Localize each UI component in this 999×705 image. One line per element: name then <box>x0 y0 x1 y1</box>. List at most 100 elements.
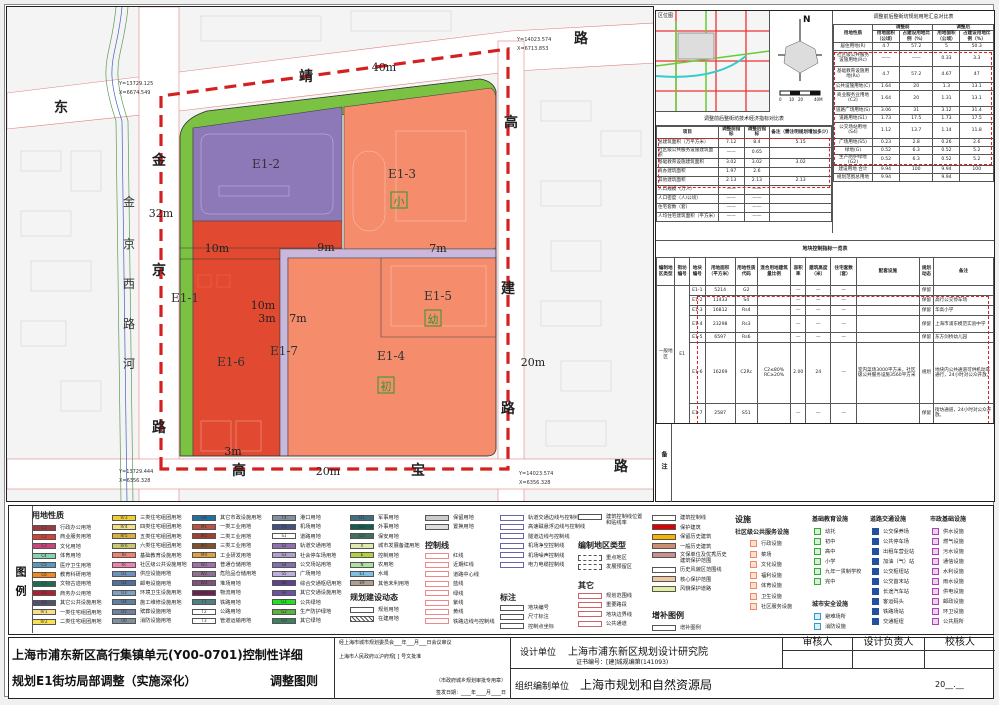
table-cell: 6.3 <box>898 145 934 155</box>
table-cell: 街坊通道，24小时对公众开放。 <box>932 402 995 425</box>
gaobao-road <box>7 458 653 490</box>
road-name-char: 路 <box>501 400 516 417</box>
road-name-char: 东 <box>54 99 68 116</box>
street-cell: E1 <box>674 285 691 424</box>
legend-swatch <box>578 514 602 520</box>
legend-item-icon: 文化设施 <box>750 561 782 568</box>
table-cell: Rs3 <box>734 315 758 334</box>
legend-label: 通信设施 <box>943 559 964 565</box>
table-cell: 50.3 <box>959 41 994 51</box>
col-header: 地块编号 <box>689 257 706 286</box>
legend-label: 控制点坐标 <box>528 623 554 630</box>
legend-swatch: S5 <box>272 570 296 577</box>
table-cell: 4.7 <box>871 41 900 51</box>
legend-label: 社会停车场用地 <box>300 552 337 559</box>
legend-label: 生产防护绿地 <box>300 609 332 615</box>
table-cell: 高行公交停车场 <box>932 295 995 307</box>
label-e1-7: E1-7 <box>270 344 298 358</box>
col-header: 混合用地建筑量比例 <box>756 257 792 286</box>
reviewer-cell: 审核人 <box>783 637 853 668</box>
legend-swatch <box>750 550 757 558</box>
table-cell <box>756 305 792 317</box>
legend-swatch: Rr1 <box>32 609 56 616</box>
legend-label: 轨道交通边线与控制线 <box>528 515 580 521</box>
legend-swatch <box>500 613 524 620</box>
table-cell: 0.52 <box>871 153 900 167</box>
legend-swatch <box>932 578 939 585</box>
legend-label: 隧道边线与控制线 <box>528 533 570 540</box>
table-cell: 0.33 <box>932 49 961 67</box>
legend-label: 地块边界线 <box>606 611 632 618</box>
legend-label: 商业服务用地 <box>60 534 92 541</box>
coord-ne-y: Y=14023.574 <box>516 37 551 43</box>
legend-swatch <box>578 611 602 618</box>
legend-label: 历史风貌区范围线 <box>680 567 722 573</box>
legend-swatch <box>578 592 602 599</box>
table-cell <box>769 167 832 178</box>
legend-item-icon: 体育设施 <box>750 582 782 589</box>
legend-swatch: S2 <box>272 542 296 549</box>
table-cell: G2 <box>734 284 758 297</box>
legend-label: 加油（气）站 <box>883 559 915 565</box>
legend-item-line: 红线 <box>425 552 463 559</box>
legend-label: 港口用地 <box>300 515 321 521</box>
legend-swatch <box>652 533 676 540</box>
table-cell: 2.13 <box>769 176 832 187</box>
legend-item-line: 黄线 <box>425 608 463 615</box>
legend-item-icon: 铁路场站 <box>872 608 904 615</box>
legend-label: 施工维修设施用地 <box>140 599 182 606</box>
legend-swatch <box>814 528 821 535</box>
block-e1-3[interactable] <box>343 87 497 250</box>
legend-swatch <box>652 576 676 583</box>
legend-swatch <box>425 514 449 521</box>
river-line <box>105 7 122 501</box>
legend-heading: 城市安全设施 <box>812 601 849 608</box>
legend-label: 在建用地 <box>378 616 399 623</box>
legend-label: 六类住宅组团用地 <box>140 543 182 550</box>
table-cell: 5 <box>932 41 961 51</box>
coord-se-y: Y=14023.574 <box>518 471 553 477</box>
table-cell: 保留 <box>918 284 934 297</box>
remarks-section: 备注 <box>656 423 994 502</box>
legend-swatch: D1 <box>350 514 374 521</box>
legend-swatch <box>872 558 879 565</box>
legend-label: 殡葬设施用地 <box>140 609 172 615</box>
legend-label: 广场用地 <box>300 571 321 578</box>
legend-swatch <box>932 548 939 555</box>
table-cell: 23298 <box>704 315 736 334</box>
legend-swatch <box>652 624 676 631</box>
table-cell: —— <box>871 49 900 67</box>
col-header: 用地面积（公顷） <box>871 30 900 43</box>
table-cell: — <box>790 332 807 344</box>
table-cell: — <box>830 315 857 334</box>
dim-10m-b: 10m <box>251 299 276 312</box>
legend-label: 普通仓储用地 <box>220 562 252 568</box>
legend-swatch: W1 <box>192 561 216 568</box>
legend-label: 水域 <box>378 571 389 578</box>
legend-item-icon: 邮政设施 <box>932 598 964 605</box>
table-cell: 住宅套数（套） <box>656 203 719 214</box>
legend-label: 堆场用地 <box>220 580 241 587</box>
drawing-title: 上海市浦东新区高行集镇单元(Y00-0701)控制性详细 <box>12 648 303 662</box>
checker-cell: 校核人 <box>945 637 975 648</box>
legend-label: 文化设施 <box>761 562 782 568</box>
legend-label: 社区服务设施 <box>761 604 793 610</box>
table-cell: E1-7 <box>689 402 706 425</box>
legend-item-icon: 污水设施 <box>932 548 964 555</box>
dim-7m-b: 7m <box>289 312 307 325</box>
approval-line: 上海市人民政府以沪府规[ ] 号文批准 <box>339 654 422 660</box>
legend-swatch <box>652 514 676 521</box>
